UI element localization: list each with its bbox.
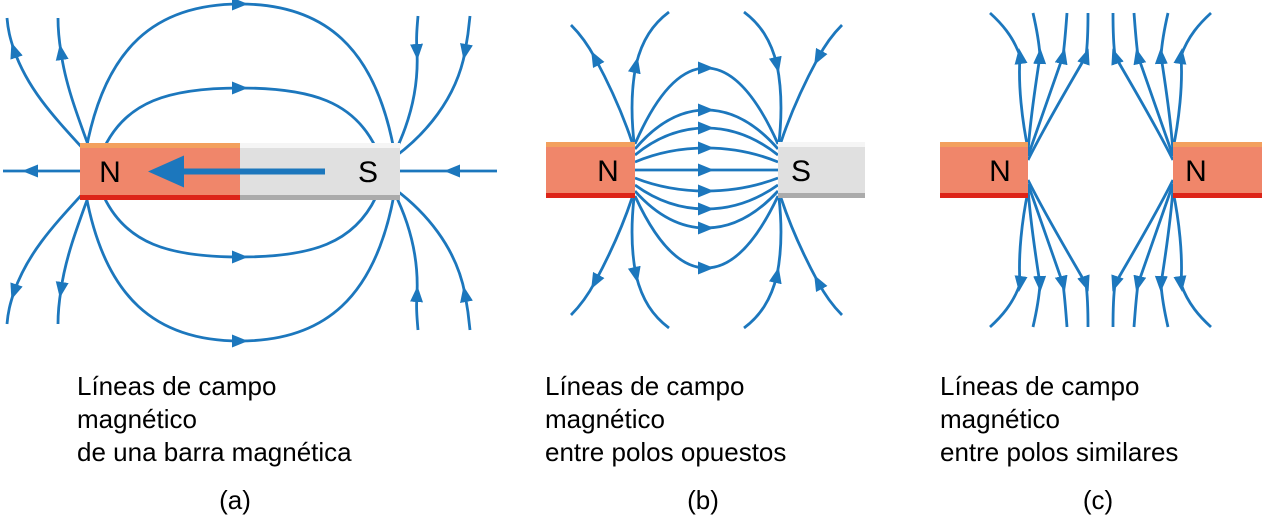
left-north-pole-label: N [989, 155, 1011, 188]
north-pole-label: N [99, 156, 121, 189]
panel-b: N S Líneas de campo magnético entre polo… [500, 0, 900, 516]
bar-magnet: N S [80, 143, 400, 200]
panel-c: N N Líneas de campo magnético entre polo… [900, 0, 1262, 516]
field-diagram-bar-magnet: N S [3, 0, 497, 348]
right-north-magnet: N [1173, 142, 1262, 198]
north-pole-label: N [597, 155, 619, 188]
north-magnet: N [546, 142, 635, 198]
field-diagram-opposite-poles: N S [546, 10, 865, 330]
internal-field-arrow [148, 155, 325, 188]
caption-c-line1: Líneas de campo magnético [940, 371, 1140, 434]
panel-tag-b: (b) [687, 485, 719, 515]
field-lines [3, 0, 497, 348]
south-pole-label: S [358, 156, 378, 189]
caption-a-line1: Líneas de campo magnético [77, 371, 277, 434]
field-lines [989, 11, 1212, 329]
caption-block-b: Líneas de campo magnético entre polos op… [545, 370, 861, 516]
panel-tag-c: (c) [1082, 485, 1114, 515]
right-north-pole-label: N [1185, 155, 1207, 188]
south-magnet: S [778, 142, 865, 198]
caption-c-line2: entre polos similares [940, 437, 1179, 467]
panel-a: N S Líneas de campo magnético de una bar… [0, 0, 500, 516]
caption-block-a: Líneas de campo magnético de una barra m… [77, 370, 393, 516]
panel-tag-a: (a) [219, 485, 251, 515]
field-lines [570, 10, 843, 330]
south-pole-label: S [791, 155, 811, 188]
caption-b-line2: entre polos opuestos [545, 437, 787, 467]
caption-b-line1: Líneas de campo magnético [545, 371, 745, 434]
caption-a-line2: de una barra magnética [77, 437, 352, 467]
caption-block-c: Líneas de campo magnético entre polos si… [940, 370, 1256, 516]
left-north-magnet: N [940, 142, 1028, 198]
field-diagram-like-poles: N N [940, 11, 1262, 329]
